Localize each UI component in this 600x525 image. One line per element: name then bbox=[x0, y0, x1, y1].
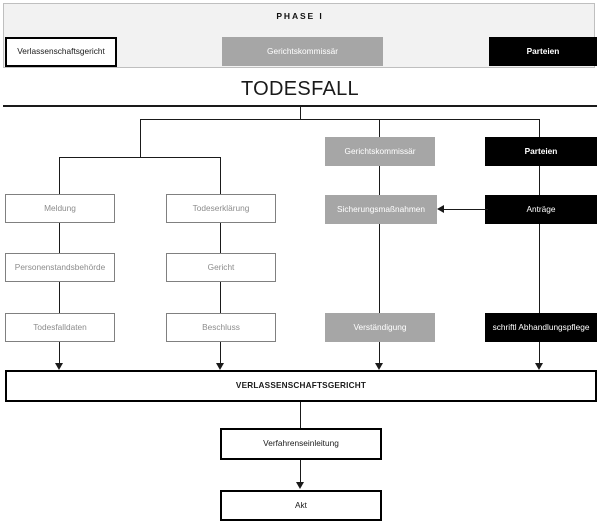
node-label: Sicherungsmaßnahmen bbox=[336, 203, 426, 214]
arrowhead-verfahrenseinleitung-to-akt bbox=[295, 482, 304, 489]
connector-todeserklaerung-2 bbox=[220, 282, 221, 313]
connector-meldung-3 bbox=[59, 342, 60, 364]
node-gericht[interactable]: Gericht bbox=[166, 253, 276, 282]
node-beschluss[interactable]: Beschluss bbox=[166, 313, 276, 342]
node-label: Gericht bbox=[207, 261, 235, 272]
node-label: Todesfalldaten bbox=[33, 321, 87, 332]
arrowhead-parteien-to-court bbox=[534, 363, 543, 370]
node-antraege[interactable]: Anträge bbox=[485, 195, 597, 224]
node-verstaendigung[interactable]: Verständigung bbox=[325, 313, 435, 342]
arrowhead-verstaendigung-to-court bbox=[374, 363, 383, 370]
connector-meldung-drop bbox=[59, 157, 60, 194]
connector-verfahrenseinleitung-to-akt bbox=[300, 460, 301, 483]
node-label: Gerichtskommissär bbox=[344, 145, 416, 156]
connector-root-bar bbox=[140, 119, 540, 120]
connector-root-stub bbox=[300, 105, 301, 119]
connector-gk-3 bbox=[379, 342, 380, 364]
node-schriftl-abhandlungspflege[interactable]: schriftl Abhandlungspflege bbox=[485, 313, 597, 342]
node-label: Todeserklärung bbox=[192, 202, 250, 213]
arrowhead-antraege-to-sicherungsmassnahmen bbox=[437, 204, 444, 213]
node-akt[interactable]: Akt bbox=[220, 490, 382, 521]
arrowhead-beschluss-to-court bbox=[215, 363, 224, 370]
node-label: Anträge bbox=[526, 203, 556, 214]
arrowhead-meldung-to-court bbox=[54, 363, 63, 370]
node-label: Akt bbox=[295, 499, 307, 510]
node-gerichtskommissaer[interactable]: Gerichtskommissär bbox=[325, 137, 435, 166]
legend-label: Gerichtskommissär bbox=[267, 45, 338, 56]
legend-item-gerichtskommissaer[interactable]: Gerichtskommissär bbox=[222, 37, 383, 66]
page-title: TODESFALL bbox=[241, 78, 359, 100]
connector-parteien-drop bbox=[539, 119, 540, 137]
node-verfahrenseinleitung[interactable]: Verfahrenseinleitung bbox=[220, 428, 382, 460]
node-meldung[interactable]: Meldung bbox=[5, 194, 115, 223]
node-todesfalldaten[interactable]: Todesfalldaten bbox=[5, 313, 115, 342]
node-label: Personenstandsbehörde bbox=[14, 261, 106, 272]
connector-gk-1 bbox=[379, 166, 380, 195]
node-label: Beschluss bbox=[202, 321, 240, 332]
connector-gk-drop bbox=[379, 119, 380, 137]
legend-item-parteien[interactable]: Parteien bbox=[489, 37, 597, 66]
connector-todeserklaerung-3 bbox=[220, 342, 221, 364]
legend-label: Parteien bbox=[526, 45, 560, 56]
connector-parteien-2 bbox=[539, 224, 540, 313]
node-label: Meldung bbox=[44, 202, 76, 213]
node-label: Verständigung bbox=[353, 321, 407, 332]
connector-left-bar bbox=[59, 157, 220, 158]
connector-todeserklaerung-drop bbox=[220, 157, 221, 194]
connector-court-to-verfahrenseinleitung bbox=[300, 402, 301, 428]
node-verlassenschaftsgericht-bar[interactable]: VERLASSENSCHAFTSGERICHT bbox=[5, 370, 597, 402]
connector-meldung-2 bbox=[59, 282, 60, 313]
connector-meldung-1 bbox=[59, 223, 60, 253]
connector-parteien-3 bbox=[539, 342, 540, 364]
node-personenstandsbehoerde[interactable]: Personenstandsbehörde bbox=[5, 253, 115, 282]
node-label: schriftl Abhandlungspflege bbox=[492, 321, 590, 332]
legend-item-verlassenschaftsgericht[interactable]: Verlassenschaftsgericht bbox=[5, 37, 117, 67]
connector-parteien-1 bbox=[539, 166, 540, 195]
node-label: Verfahrenseinleitung bbox=[263, 438, 339, 449]
connector-gk-2 bbox=[379, 224, 380, 313]
phase-label: PHASE I bbox=[276, 11, 324, 21]
connector-todeserklaerung-1 bbox=[220, 223, 221, 253]
node-label: Parteien bbox=[524, 145, 558, 156]
node-sicherungsmassnahmen[interactable]: Sicherungsmaßnahmen bbox=[325, 195, 437, 224]
node-label: VERLASSENSCHAFTSGERICHT bbox=[235, 381, 367, 391]
node-parteien[interactable]: Parteien bbox=[485, 137, 597, 166]
connector-left-drop bbox=[140, 119, 141, 157]
connector-antraege-to-sicherungsmassnahmen bbox=[444, 209, 488, 210]
node-todeserklaerung[interactable]: Todeserklärung bbox=[166, 194, 276, 223]
legend-label: Verlassenschaftsgericht bbox=[17, 46, 105, 57]
